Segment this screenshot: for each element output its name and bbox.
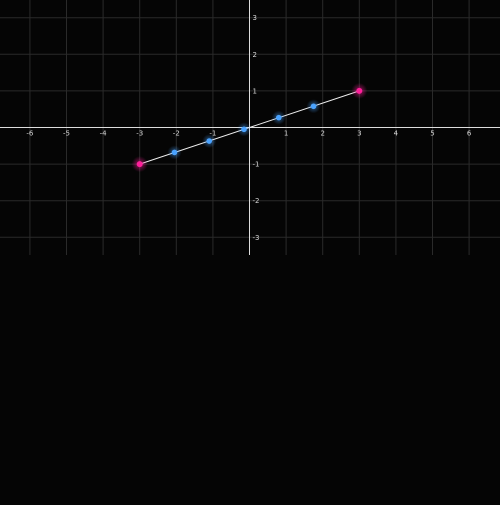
data-point xyxy=(275,114,282,121)
tick-labels: -6 -5 -4 -3 -2 -1 1 2 3 4 5 6 -3 -2 -1 1 2 3 xyxy=(26,14,471,242)
data-point xyxy=(310,103,317,110)
endpoint-point xyxy=(356,87,363,94)
x-tick-label: -4 xyxy=(100,130,108,138)
x-tick-label: -3 xyxy=(136,130,143,138)
x-tick-label: 3 xyxy=(357,130,361,138)
x-tick-label: 5 xyxy=(430,130,434,138)
series-segment xyxy=(131,82,368,173)
x-tick-label: -2 xyxy=(173,130,180,138)
x-tick-label: 6 xyxy=(467,130,472,138)
data-point xyxy=(171,149,178,156)
data-point xyxy=(241,126,247,133)
x-tick-label: -5 xyxy=(63,130,70,138)
y-tick-label: 3 xyxy=(253,14,257,22)
y-tick-label: -3 xyxy=(253,234,260,242)
y-tick-label: 1 xyxy=(253,87,257,95)
x-tick-label: -1 xyxy=(209,130,216,138)
y-tick-label: -2 xyxy=(253,197,260,205)
data-point xyxy=(206,138,213,144)
endpoint-point xyxy=(136,161,143,168)
x-tick-label: -6 xyxy=(26,130,34,138)
y-tick-label: -1 xyxy=(253,161,260,169)
x-tick-label: 4 xyxy=(394,130,399,138)
x-tick-label: 1 xyxy=(284,130,288,138)
x-tick-label: 2 xyxy=(320,130,324,138)
y-tick-label: 2 xyxy=(253,51,257,59)
